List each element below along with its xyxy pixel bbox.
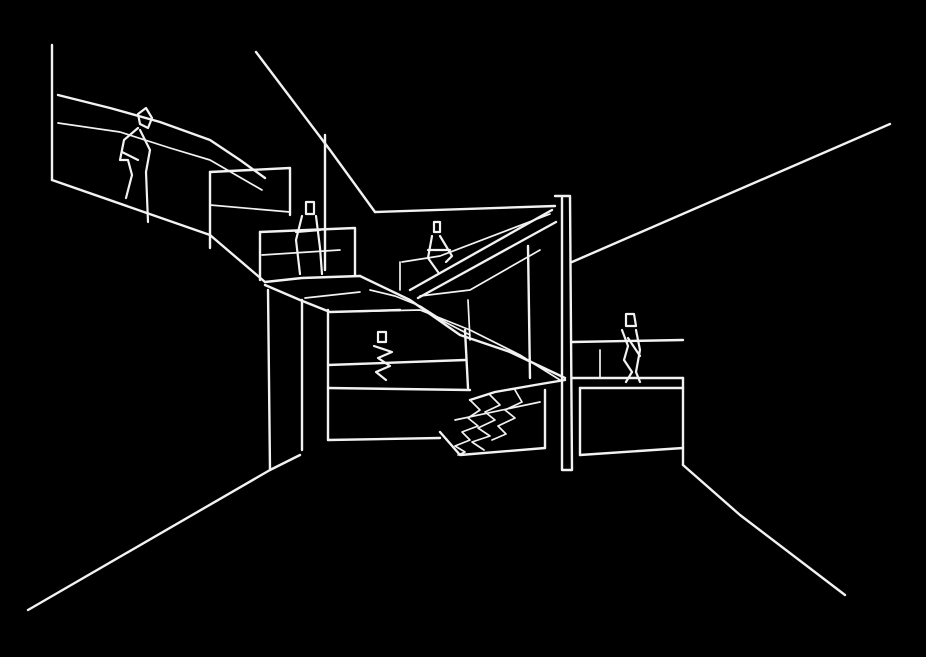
person-seated-figure (372, 330, 394, 382)
floor-perspective-lines (26, 288, 847, 612)
right-balcony (570, 338, 685, 457)
upper-left-balcony (50, 43, 357, 284)
upper-stair (401, 208, 558, 300)
upper-diagonal-structure (254, 50, 892, 472)
person-standing-figure (294, 200, 324, 276)
person-descending-figure (426, 220, 454, 274)
person-on-balcony-figure (620, 312, 642, 384)
bridge-landing (263, 274, 567, 381)
lower-stair (438, 378, 567, 457)
person-walking-figure (118, 106, 154, 224)
middle-structure (300, 244, 547, 452)
